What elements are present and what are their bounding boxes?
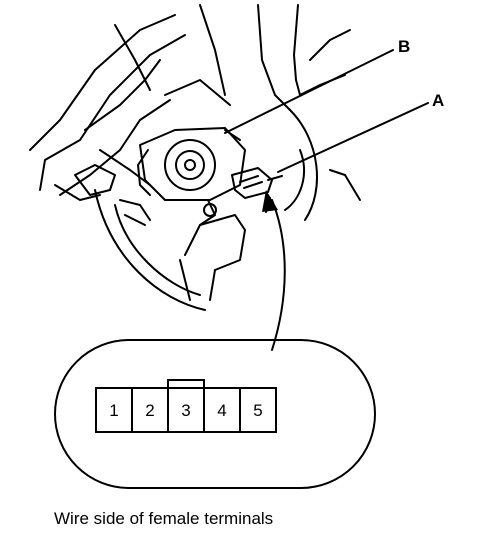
terminal-detail-view [54,339,376,489]
leader-line-a [277,102,429,173]
switch-assembly [119,127,246,301]
connector-key-tab [167,379,205,389]
harness-connector [231,167,283,199]
harness-curve [94,109,361,311]
terminal-number-2: 2 [145,401,154,420]
terminal-pin-grid: 1 2 3 4 5 [95,379,277,433]
terminal-number-4: 4 [217,401,226,420]
callout-label-a: A [432,91,445,110]
column-housing [29,4,231,201]
terminal-number-3: 3 [181,401,190,420]
figure-caption: Wire side of female terminals [54,509,274,528]
terminal-number-1: 1 [109,401,118,420]
callout-leader-lines [224,49,429,173]
arrowhead-icon [262,190,278,212]
terminal-number-5: 5 [253,401,262,420]
callout-label-b: B [398,37,411,56]
terminal-cell-5 [239,387,277,433]
detail-arrow [265,197,286,351]
leader-line-b [224,49,394,134]
